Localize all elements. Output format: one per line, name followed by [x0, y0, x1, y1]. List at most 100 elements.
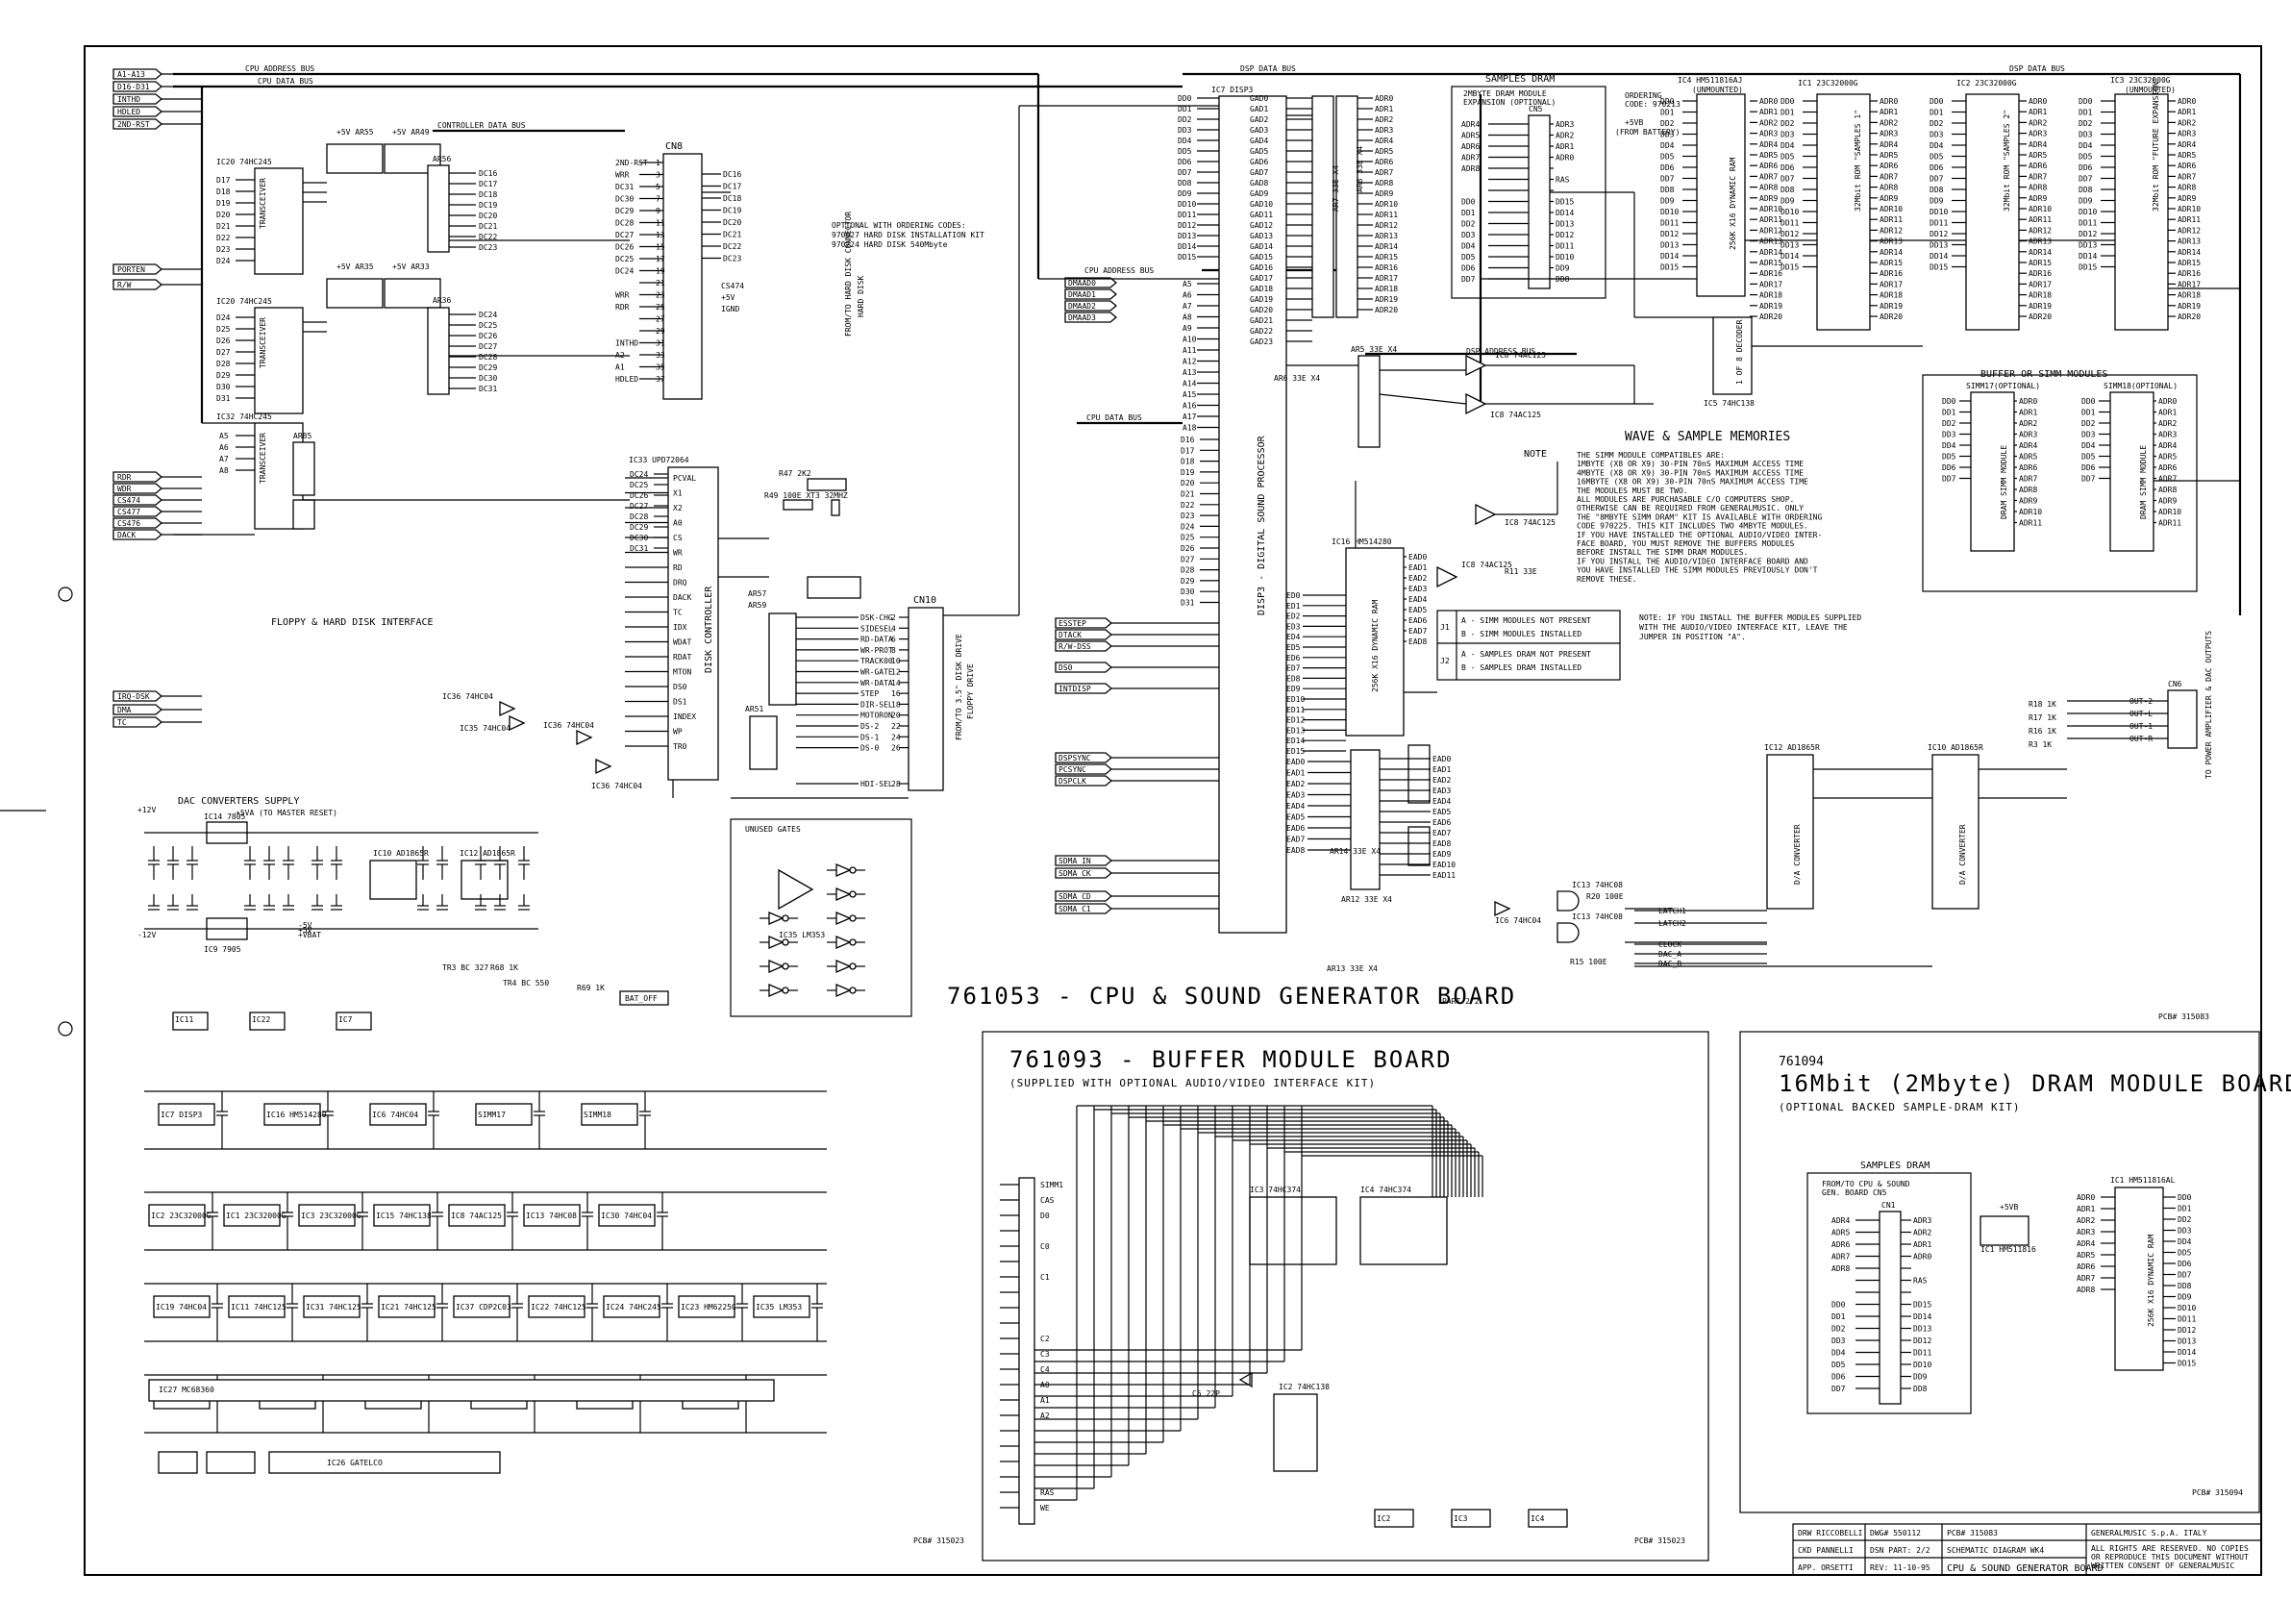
dsp-data-bus-label: DSP DATA BUS [1240, 64, 1296, 73]
svg-text:IC33 UPD72064: IC33 UPD72064 [629, 456, 689, 464]
wave-memories-title: WAVE & SAMPLE MEMORIES [1625, 430, 1790, 444]
rom-data-pin: DD4 [1781, 141, 1795, 150]
punch-hole [58, 1021, 73, 1037]
hd-options-note: OPTIONAL WITH ORDERING CODES: 970027 HAR… [832, 221, 984, 249]
dram-cn-pin: DD0 [1831, 1301, 1846, 1310]
addr-pin: A6 [219, 443, 229, 452]
dram-ic-data: DD8 [2178, 1282, 2192, 1290]
dc-pin: DC22 [479, 233, 497, 241]
svg-text:IC8 74AC125: IC8 74AC125 [1461, 561, 1512, 569]
ic20a: IC20 74HC245 TRANSCEIVER [216, 158, 304, 275]
dc-pin: DC26 [479, 332, 497, 340]
buffer-pin: CAS [1040, 1196, 1055, 1205]
adr-pin: ADR3 [1375, 126, 1393, 135]
svg-text:IC35 74HC04: IC35 74HC04 [460, 724, 510, 733]
rom-data-pin: DD10 [1781, 208, 1799, 216]
ctrl-flag [1055, 855, 1113, 866]
simm-data-pin: DD3 [1942, 431, 1956, 439]
adr-pin: ADR19 [1375, 295, 1398, 304]
svg-text:TRANSCEIVER: TRANSCEIVER [259, 178, 267, 229]
svg-text:+5V AR33: +5V AR33 [392, 262, 430, 271]
dsp-cpu-data-pin: D21 [1181, 490, 1195, 499]
floppy-signal: RD-DATA [860, 636, 893, 644]
signal-flag-label: DMA [117, 706, 132, 714]
ctrl-flag [1064, 300, 1118, 312]
rom-addr-pin: ADR6 [2178, 162, 2196, 170]
rom-addr-pin: ADR1 [1880, 108, 1898, 116]
simm-addr-pin: ADR3 [2019, 431, 2037, 439]
rom-data-pin: DD10 [1930, 208, 1948, 216]
ctrl-flag-label: SDMA_C1 [1058, 905, 1091, 913]
bypass-ic-label: IC8 74AC125 [451, 1212, 502, 1220]
ic33-pin: X1 [673, 489, 683, 498]
svg-text:IC3: IC3 [1454, 1514, 1468, 1523]
ic33-pin: IDX [673, 623, 687, 632]
dram-cn-pin: DD3 [1831, 1337, 1846, 1345]
rom-data-pin: DD13 [1930, 241, 1948, 250]
wire [1379, 393, 1467, 405]
cn5-pin: DD5 [1461, 253, 1476, 262]
svg-text:(OPTIONAL BACKED SAMPLE-DRAM K: (OPTIONAL BACKED SAMPLE-DRAM KIT) [1779, 1101, 2021, 1113]
dsp-ead-pin: EAD6 [1286, 824, 1305, 833]
dc-pin: DC31 [479, 385, 497, 393]
ic33-pin: DRQ [673, 579, 687, 587]
dsp-addr-pin: A15 [1183, 390, 1197, 399]
rom-addr-pin: ADR2 [2029, 118, 2047, 127]
cn10-pin: 12 [891, 668, 901, 677]
dsp-ead-pin: EAD4 [1286, 802, 1305, 811]
ctrl-flag-label: SDMA_IN [1058, 857, 1091, 865]
signal-flag [112, 506, 163, 517]
bypass-ic [598, 1204, 656, 1227]
left-data-pin-labels: D17D24D18D25D19D26D20D27D21D28D22D29D23D… [216, 176, 255, 475]
svg-text:R16 1K: R16 1K [2029, 727, 2056, 736]
dsp-ed-pin: ED3 [1286, 622, 1301, 631]
svg-text:-12V: -12V [137, 931, 156, 939]
ctrl-flag [1055, 867, 1113, 879]
inverter-bubble [782, 962, 789, 970]
signal-flag-label: CS476 [117, 519, 140, 528]
rom-addr-pin: ADR4 [1759, 140, 1778, 149]
dc-pin: DC26 [630, 491, 648, 500]
svg-text:GEN. BOARD CN5: GEN. BOARD CN5 [1822, 1188, 1887, 1197]
rom-data-pin: DD11 [2079, 219, 2097, 228]
ctrl-flag [1055, 617, 1113, 629]
rom-addr-pin: ADR11 [1880, 215, 1903, 224]
svg-text:IC3 74HC374: IC3 74HC374 [1250, 1186, 1301, 1194]
svg-text:A - SAMPLES DRAM NOT PRESENT: A - SAMPLES DRAM NOT PRESENT [1461, 650, 1591, 659]
rom-addr-pin: ADR0 [1759, 97, 1778, 106]
signal-flag [112, 690, 163, 702]
cn8-pin: DC21 [723, 231, 741, 239]
dsp-cpu-data-pin: D25 [1181, 534, 1195, 542]
svg-text:IC2 74HC138: IC2 74HC138 [1279, 1383, 1330, 1391]
bypass-ic [228, 1295, 286, 1318]
simm-data-pin: DD4 [1942, 441, 1956, 450]
ic33-pin: TR0 [673, 742, 687, 751]
mc68360-bar [148, 1379, 775, 1402]
inverter [835, 863, 852, 877]
adr-pin: ADR15 [1375, 253, 1398, 262]
svg-text:GENERALMUSIC S.p.A. ITALY: GENERALMUSIC S.p.A. ITALY [2091, 1529, 2207, 1537]
dram-cn-pin: ADR5 [1831, 1229, 1850, 1237]
rom-addr-pin: ADR20 [2029, 312, 2052, 321]
rom-data-pin: DD8 [1930, 186, 1944, 194]
svg-text:D/A CONVERTER: D/A CONVERTER [1793, 824, 1802, 885]
adr-pin: ADR0 [1375, 94, 1393, 103]
rom-data-pin: DD15 [1660, 263, 1679, 272]
dram-ic-pin: ADR4 [2077, 1239, 2095, 1248]
ctrl-flag-label: INTDISP [1058, 685, 1091, 693]
floppy-signal: DS-1 [860, 733, 879, 741]
inverter-bubble [782, 914, 789, 922]
bypass-ic [206, 1451, 256, 1474]
crystal-xt3: R47 2K2 R49 100E XT3 32MHZ [764, 469, 848, 516]
svg-text:+5V: +5V [298, 926, 312, 935]
svg-text:IC6 74HC04: IC6 74HC04 [1495, 916, 1541, 925]
svg-text:IC20 74HC245: IC20 74HC245 [216, 297, 272, 306]
rom-data-pin: DD12 [1781, 230, 1799, 238]
rom-data-pin: DD10 [1660, 208, 1679, 216]
svg-text:761093 - BUFFER MODULE BOARD: 761093 - BUFFER MODULE BOARD [1009, 1046, 1453, 1073]
rom-addr-pin: ADR1 [1759, 108, 1778, 116]
dsp-addr-pin: A10 [1183, 336, 1197, 344]
svg-text:CS474: CS474 [721, 282, 744, 290]
